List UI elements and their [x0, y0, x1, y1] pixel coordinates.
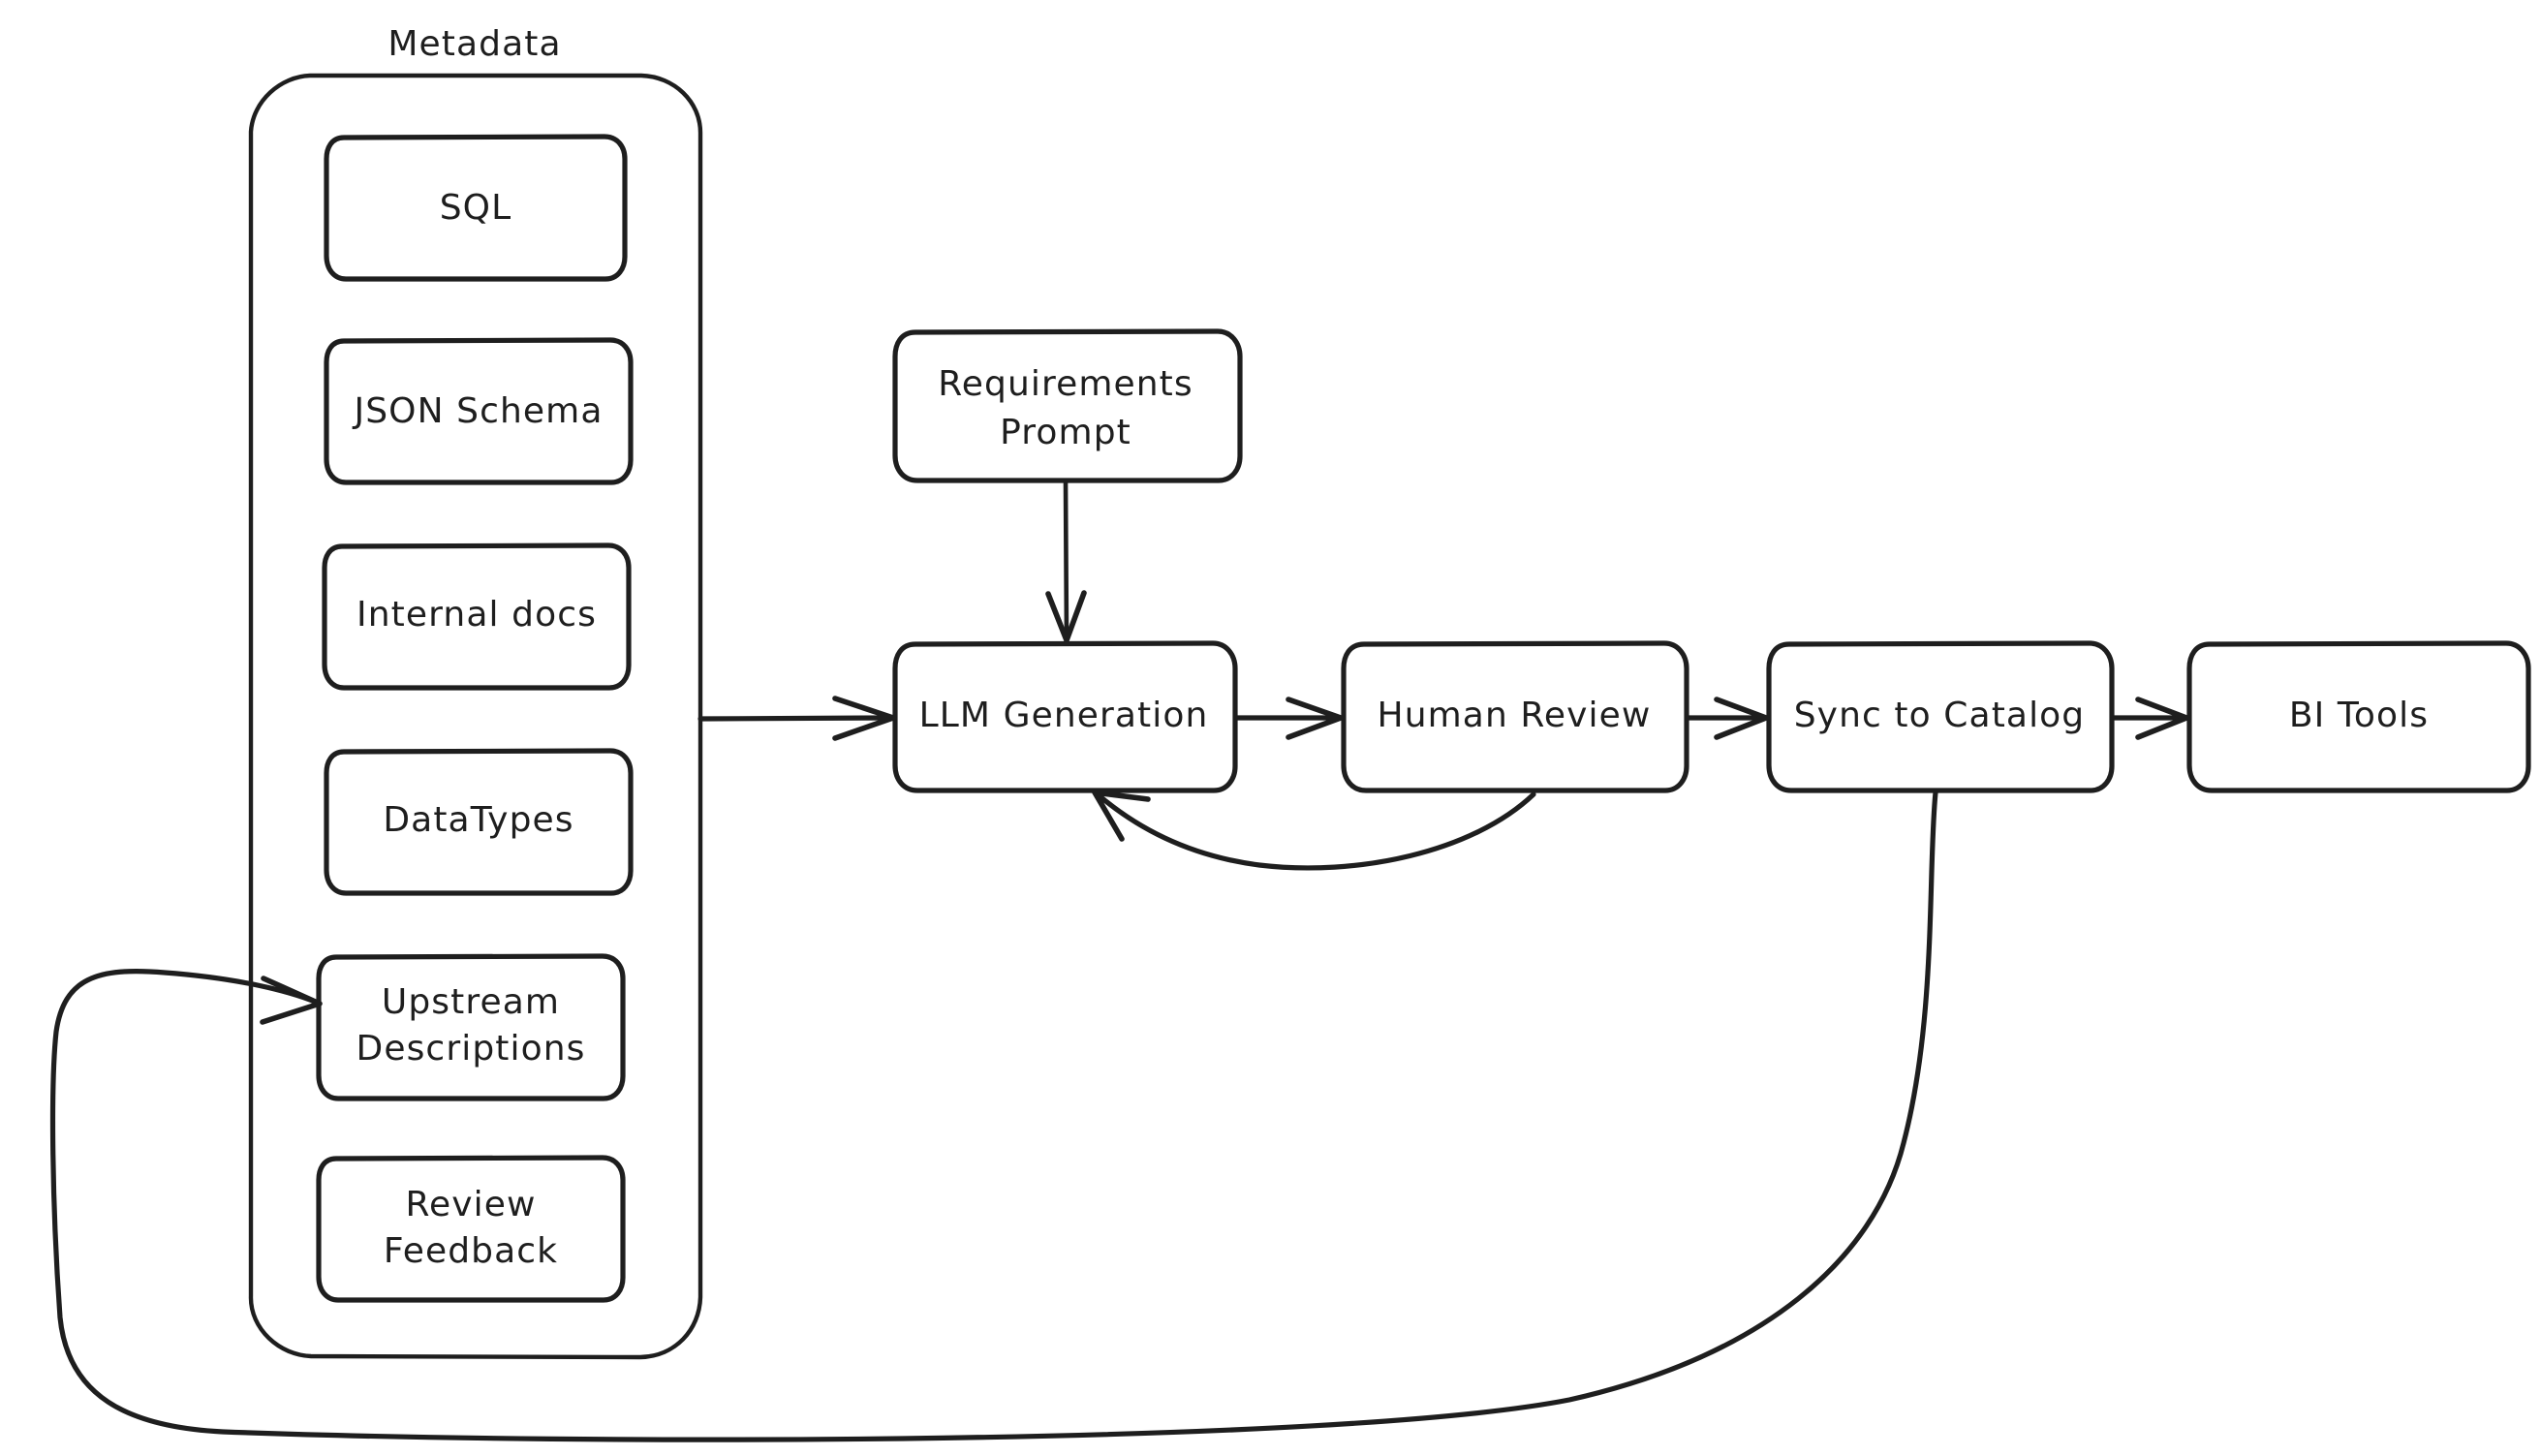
node-human-review[interactable]: Human Review [1341, 640, 1689, 793]
edge-sync-to-bi [2110, 697, 2189, 740]
node-bi-tools[interactable]: BI Tools [2186, 640, 2531, 793]
node-datatypes-label: DataTypes [383, 800, 573, 840]
node-human-review-shape [1341, 640, 1689, 793]
node-internal-docs-shape [322, 542, 632, 691]
node-sql-label: SQL [440, 188, 512, 228]
node-upstream-descriptions-shape [316, 953, 626, 1101]
node-json-schema[interactable]: JSON Schema [324, 337, 634, 485]
node-bi-tools-label: BI Tools [2289, 696, 2429, 735]
node-upstream-descriptions-label-line1: Upstream [382, 982, 560, 1022]
node-requirements-prompt[interactable]: Requirements Prompt [892, 328, 1243, 483]
node-internal-docs-label: Internal docs [356, 595, 597, 635]
node-upstream-descriptions-label-line2: Descriptions [356, 1029, 586, 1069]
node-sync-to-catalog[interactable]: Sync to Catalog [1766, 640, 2115, 793]
node-upstream-descriptions[interactable]: Upstream Descriptions [316, 953, 626, 1101]
edge-review-to-sync [1685, 697, 1769, 740]
node-sql[interactable]: SQL [324, 134, 628, 282]
node-human-review-label: Human Review [1378, 696, 1652, 735]
edge-llm-to-review [1233, 697, 1344, 740]
node-internal-docs[interactable]: Internal docs [322, 542, 632, 691]
node-bi-tools-shape [2186, 640, 2531, 793]
node-sync-to-catalog-shape [1766, 640, 2115, 793]
edge-sync-to-upstream [49, 790, 1938, 1442]
edge-metadata-to-llm [697, 696, 896, 741]
node-datatypes[interactable]: DataTypes [324, 748, 634, 896]
node-requirements-prompt-shape [892, 328, 1243, 483]
node-review-feedback-label-line2: Feedback [384, 1231, 558, 1271]
metadata-group-label: Metadata [387, 24, 561, 64]
node-llm-generation-shape [892, 640, 1238, 793]
edge-review-to-llm-feedback [1092, 790, 1536, 871]
node-json-schema-label: JSON Schema [352, 391, 603, 431]
node-datatypes-shape [324, 748, 634, 896]
node-requirements-prompt-label-line2: Prompt [1000, 413, 1131, 452]
node-sync-to-catalog-label: Sync to Catalog [1794, 696, 2086, 735]
node-review-feedback[interactable]: Review Feedback [316, 1155, 626, 1303]
node-llm-generation-label: LLM Generation [919, 696, 1209, 735]
edge-prompt-to-llm [1045, 479, 1087, 643]
node-sql-shape [324, 134, 628, 282]
node-json-schema-shape [324, 337, 634, 485]
node-requirements-prompt-label-line1: Requirements [938, 364, 1193, 404]
node-review-feedback-label-line1: Review [405, 1185, 536, 1224]
node-review-feedback-shape [316, 1155, 626, 1303]
node-llm-generation[interactable]: LLM Generation [892, 640, 1238, 793]
